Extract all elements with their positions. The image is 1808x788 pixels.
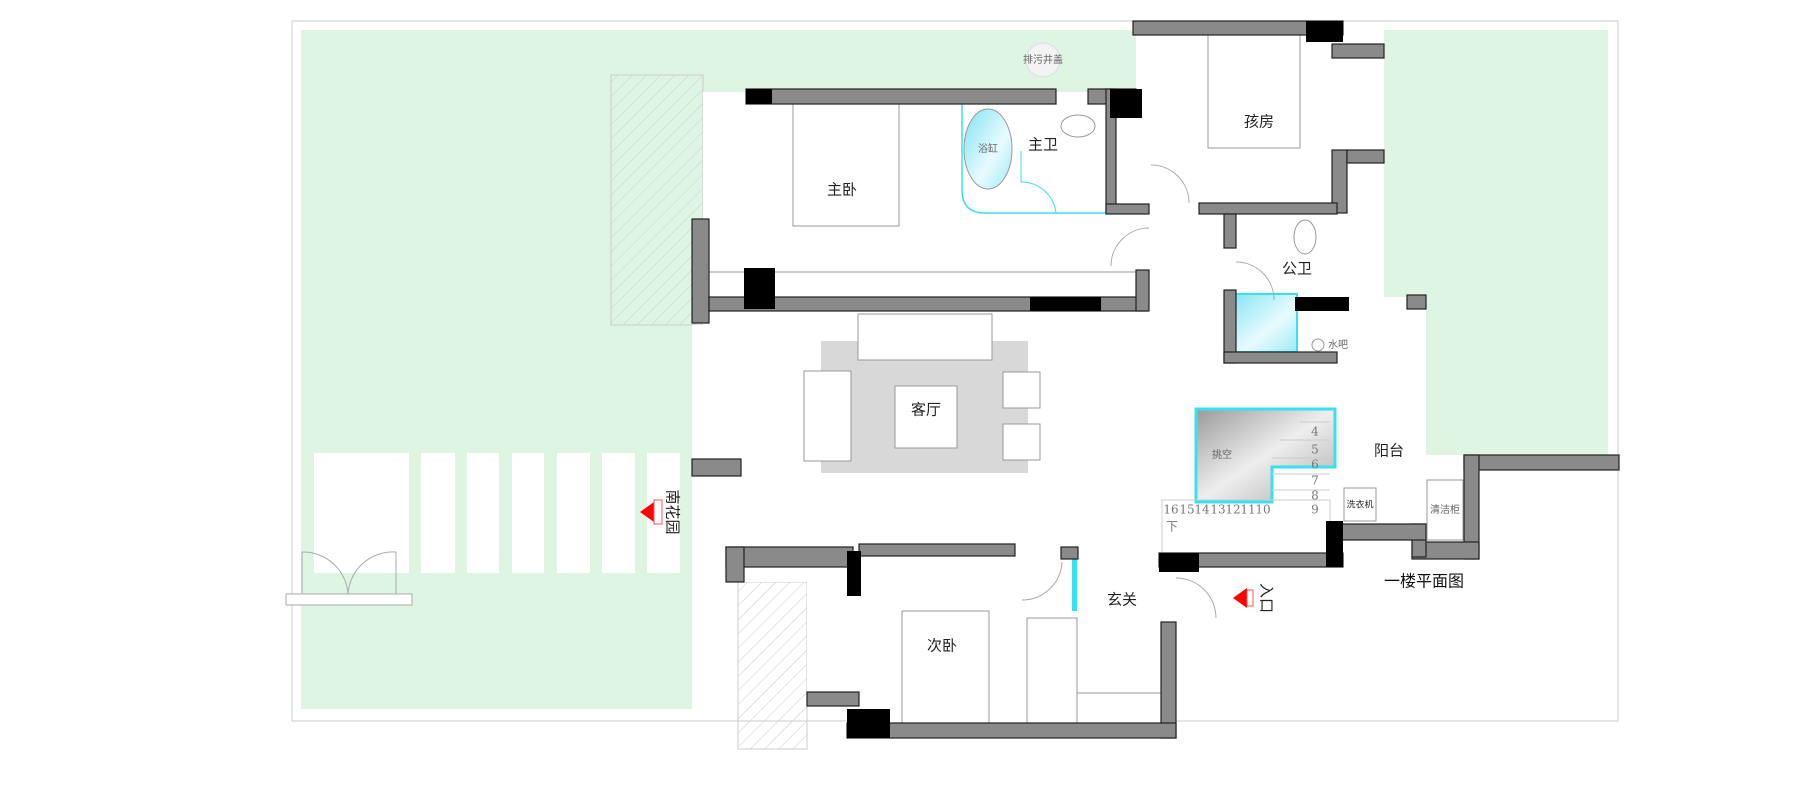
terrace-hatch-west	[610, 74, 704, 326]
svg-text:11: 11	[1240, 503, 1255, 517]
garden-gate[interactable]	[285, 593, 413, 606]
coffee-table	[894, 385, 958, 449]
master-bed	[792, 103, 900, 227]
garden-pavers	[314, 453, 680, 573]
cleaning-cabinet-label: 清洁柜	[1430, 503, 1460, 516]
room-label-master-bedroom: 主卧	[827, 181, 857, 199]
master-bath-enclosure	[961, 104, 1106, 214]
room-label-living-room: 客厅	[911, 401, 941, 419]
kids-bed	[1207, 34, 1301, 149]
bathtub-label: 浴缸	[978, 142, 998, 155]
stair-step-numbers: 4 5 6 7 8 9 16 15 14 13 12 11 10 下	[1163, 425, 1319, 534]
room-label-foyer: 玄关	[1107, 591, 1137, 609]
bathtub-icon	[963, 108, 1013, 190]
svg-text:4: 4	[1311, 425, 1319, 439]
armchair	[1002, 423, 1041, 461]
svg-text:16: 16	[1163, 503, 1178, 517]
door-swings	[1020, 151, 1275, 619]
room-label-second-bedroom: 次卧	[927, 637, 957, 655]
terrace-hatch-south	[737, 581, 808, 750]
second-bed	[901, 610, 990, 725]
svg-text:7: 7	[1311, 474, 1319, 488]
room-label-balcony: 阳台	[1374, 442, 1404, 460]
garden-left	[301, 30, 1136, 709]
svg-text:10: 10	[1255, 503, 1270, 517]
svg-text:15: 15	[1179, 503, 1194, 517]
entrance-marker: 入口	[1233, 583, 1276, 613]
plan-title: 一楼平面图	[1384, 572, 1464, 591]
foyer-cabinet	[1026, 617, 1078, 724]
sewer-cover-icon	[1025, 42, 1061, 78]
south-garden-marker: 南花园	[640, 489, 682, 535]
foyer-cyan-panel	[1072, 559, 1077, 611]
room-label-master-bath: 主卫	[1028, 136, 1058, 154]
svg-text:9: 9	[1311, 503, 1319, 517]
sewer-cover-label: 排污井盖	[1023, 53, 1063, 66]
structural-columns	[744, 21, 1349, 738]
svg-text:5: 5	[1311, 443, 1319, 457]
second-wardrobe	[1076, 692, 1174, 724]
entrance-arrow-icon	[1233, 588, 1247, 608]
master-wardrobe	[708, 271, 1138, 298]
svg-text:14: 14	[1194, 503, 1210, 517]
void-area	[1194, 407, 1337, 504]
toilet-icon	[1293, 219, 1317, 255]
washer-label: 洗衣机	[1346, 499, 1373, 511]
svg-text:6: 6	[1311, 458, 1319, 472]
room-label-kids-room: 孩房	[1244, 113, 1274, 131]
sofa	[857, 313, 993, 361]
toilet-icon	[1060, 114, 1096, 138]
shower	[1227, 293, 1298, 353]
svg-text:12: 12	[1225, 503, 1240, 517]
svg-text:13: 13	[1210, 503, 1225, 517]
room-label-public-bath: 公卫	[1282, 260, 1312, 278]
water-bar-sink-icon	[1311, 338, 1325, 352]
water-bar-label: 水吧	[1328, 339, 1348, 351]
void-label: 挑空	[1212, 448, 1232, 461]
chaise-sofa	[803, 370, 852, 462]
entrance-label: 入口	[1258, 583, 1276, 613]
armchair	[1002, 371, 1041, 409]
washing-machine	[1343, 487, 1377, 522]
svg-text:下: 下	[1166, 520, 1178, 534]
south-garden-arrow-icon	[640, 502, 654, 522]
south-garden-label: 南花园	[664, 489, 682, 534]
svg-text:8: 8	[1311, 489, 1319, 503]
cleaning-cabinet	[1426, 479, 1464, 541]
gate-door-swing	[301, 551, 397, 595]
